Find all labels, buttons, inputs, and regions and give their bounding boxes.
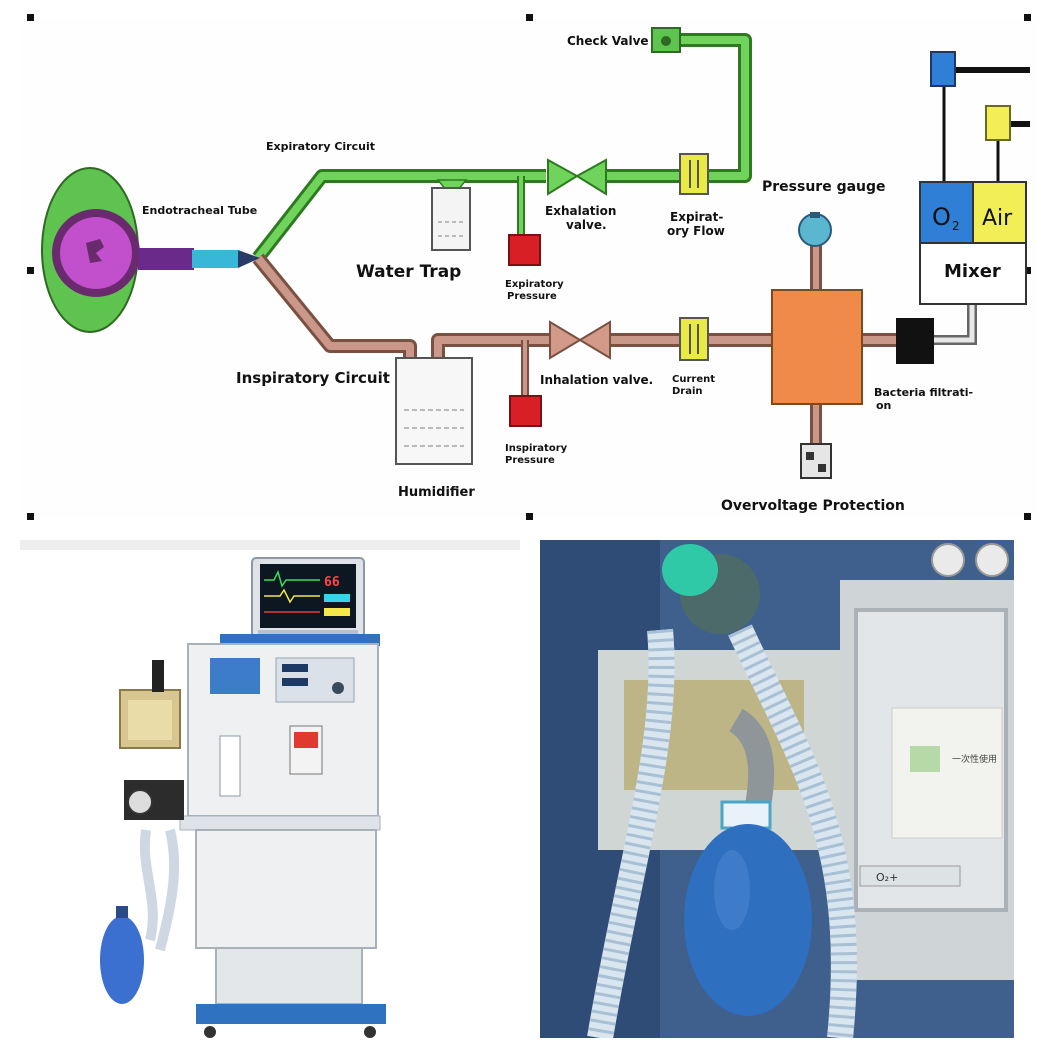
- current-drain-sensor-icon: [679, 317, 709, 361]
- label-exhalation-valve-line2: valve.: [566, 218, 607, 232]
- label-o2-subscript: 2: [952, 219, 960, 233]
- breathing-circuit-diagram: Check Valve Expiratory Circuit Endotrach…: [27, 14, 1031, 520]
- tube-segment-cyan: [192, 250, 238, 268]
- label-expiratory-pressure-line2: Pressure: [507, 291, 557, 302]
- air-box: [973, 183, 1025, 243]
- o2-outlet-label: O₂+: [876, 871, 898, 884]
- inhalation-valve-icon: [549, 320, 611, 360]
- exhalation-valve-icon: [547, 158, 607, 196]
- monitor-readout: 66: [324, 575, 340, 590]
- reservoir-bag: [100, 916, 144, 1004]
- reservoir-bag-blue: [684, 824, 812, 1016]
- y-connector: [238, 250, 260, 268]
- flow-tube: [219, 735, 241, 797]
- label-inspiratory-pressure-line2: Pressure: [505, 455, 555, 466]
- package-sheet: [891, 707, 1003, 839]
- o2-box: [921, 183, 973, 243]
- expiratory-circuit-line: [252, 33, 752, 263]
- label-expiratory-flow-line1: Expirat-: [670, 210, 723, 224]
- label-overvoltage-protection: Overvoltage Protection: [721, 498, 905, 514]
- expiratory-pressure-sensor-icon: [508, 234, 541, 266]
- gas-mixer-unit: [919, 51, 1030, 305]
- humidifier-icon: [395, 357, 473, 465]
- label-expiratory-pressure-line1: Expiratory: [505, 279, 564, 290]
- inspiratory-pressure-sensor-icon: [509, 395, 542, 427]
- label-exhalation-valve-line1: Exhalation: [545, 204, 616, 218]
- label-bacteria-filtration-line2: on: [876, 399, 891, 412]
- endotracheal-mask: [41, 167, 140, 333]
- package-text: 一次性使用: [952, 753, 997, 765]
- label-current-drain-line1: Current: [672, 374, 715, 385]
- label-inhalation-valve: Inhalation valve.: [540, 373, 653, 387]
- label-expiratory-circuit: Expiratory Circuit: [266, 140, 375, 153]
- label-pressure-gauge: Pressure gauge: [762, 179, 886, 195]
- label-endotracheal-tube: Endotracheal Tube: [142, 204, 257, 217]
- flowmeter-display: [210, 658, 260, 694]
- air-flow-valve-icon: [985, 105, 1011, 141]
- label-air: Air: [982, 206, 1013, 231]
- machine-lower-body: [195, 829, 377, 949]
- overvoltage-protection-icon: [800, 443, 832, 479]
- anesthesia-machine-photo: 66: [20, 540, 520, 1040]
- pressure-gauge-icon: [798, 212, 832, 247]
- crop-markers: [27, 14, 1031, 520]
- breathing-system: [100, 660, 184, 1004]
- label-bacteria-filtration-line1: Bacteria filtrati-: [874, 386, 973, 399]
- expiratory-flow-sensor-icon: [679, 153, 709, 195]
- central-unit-block: [771, 289, 863, 405]
- label-humidifier: Humidifier: [398, 485, 475, 500]
- patient-monitor: 66: [251, 557, 365, 639]
- tube-segment-purple: [138, 248, 194, 270]
- label-water-trap: Water Trap: [356, 262, 461, 282]
- mask-bulb: [662, 544, 718, 596]
- label-o2: O: [932, 203, 951, 231]
- label-expiratory-flow-line2: ory Flow: [667, 224, 725, 238]
- label-inspiratory-pressure-line1: Inspiratory: [505, 443, 568, 454]
- machine-drawer: [215, 947, 363, 1005]
- label-current-drain-line2: Drain: [672, 386, 703, 397]
- bacteria-filter-icon: [896, 318, 934, 364]
- o2-flow-valve-icon: [930, 51, 956, 87]
- machine-base: [196, 1004, 386, 1024]
- label-inspiratory-circuit: Inspiratory Circuit: [236, 369, 390, 387]
- label-check-valve: Check Valve: [567, 34, 649, 48]
- water-trap-icon: [431, 179, 471, 251]
- breathing-circuit-closeup-photo: 一次性使用 O₂+: [540, 540, 1014, 1038]
- label-mixer: Mixer: [944, 261, 1001, 282]
- bag-collar: [720, 800, 772, 830]
